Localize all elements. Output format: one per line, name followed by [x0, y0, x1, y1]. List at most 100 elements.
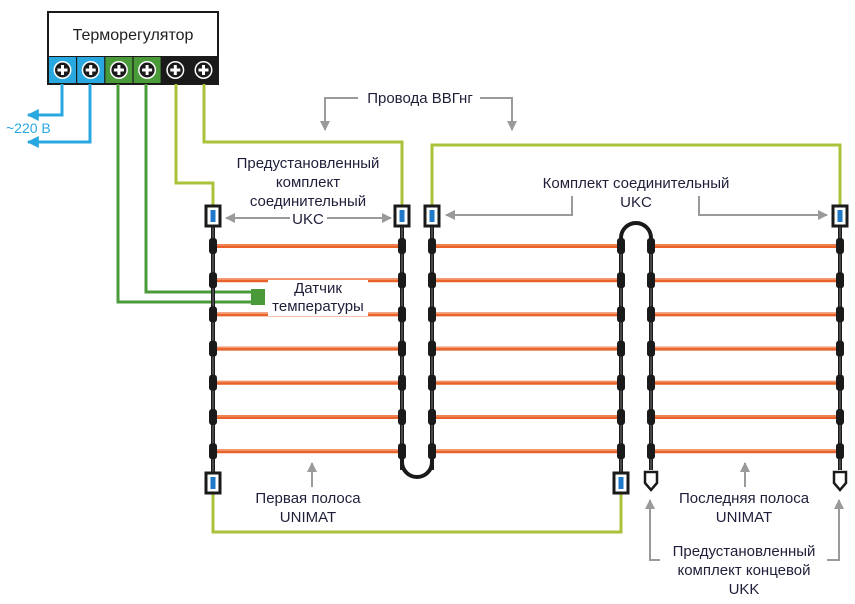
screw-slot — [145, 65, 149, 75]
cable-clip — [428, 272, 436, 289]
supply-wires — [174, 84, 842, 534]
cable-clip — [428, 340, 436, 357]
arrow-kit-right — [698, 196, 828, 220]
cable-clip — [836, 340, 844, 357]
label-line: Комплект соединительный — [543, 175, 730, 192]
ukc-connector-core — [618, 477, 624, 489]
cable-clip — [398, 306, 406, 323]
ukc-connector-core — [210, 210, 216, 222]
screw-slot — [202, 65, 205, 75]
thermostat-title: Терморегулятор — [73, 27, 194, 44]
label-line: UNIMAT — [280, 509, 336, 526]
cable-clip — [428, 374, 436, 391]
screw-slot — [89, 65, 93, 75]
arrow-wires-left — [320, 97, 358, 131]
cable-clip — [647, 306, 655, 323]
sensor-wire-1 — [116, 84, 255, 304]
cable-clip — [209, 272, 217, 289]
cable-clip — [209, 443, 217, 460]
terminals — [49, 57, 217, 83]
screw-slot — [117, 65, 121, 75]
cable-clip — [617, 409, 625, 425]
cable-clip — [647, 443, 655, 460]
label-end-kit: Предустановленный комплект концевой UKK — [673, 543, 816, 598]
arrow-kit-left — [445, 196, 573, 220]
label-first-strip: Первая полоса UNIMAT — [255, 490, 361, 526]
label-line: Датчик — [294, 280, 342, 297]
label-line: соединительный — [250, 193, 366, 210]
power-wires — [26, 84, 92, 148]
cable-clip — [398, 374, 406, 391]
arrow-end-right — [827, 499, 844, 561]
screw-slot — [61, 65, 64, 75]
sensor-wires — [116, 84, 255, 304]
cable-clip — [617, 374, 625, 391]
supply-wire-2 — [202, 84, 404, 210]
ukc-connector-core — [399, 210, 405, 222]
ukc-connector-core — [429, 210, 435, 222]
ukk-end-cap-icon — [643, 470, 659, 492]
ukc-connector-core — [210, 477, 216, 489]
cable-clip — [836, 409, 844, 425]
cable-clip — [617, 443, 625, 460]
label-line: комплект концевой — [677, 562, 810, 579]
cable-clip — [209, 340, 217, 357]
heating-strips — [204, 204, 849, 495]
sensor-wire-2 — [144, 84, 255, 294]
cable-clip — [209, 409, 217, 425]
temperature-sensor — [251, 289, 265, 305]
cable-clip — [647, 374, 655, 391]
label-line: Первая полоса — [255, 490, 361, 507]
label-line: UKK — [729, 581, 760, 598]
thermostat: Терморегулятор — [47, 11, 219, 85]
label-line: UNIMAT — [716, 509, 772, 526]
return-wire — [211, 492, 623, 534]
label-sensor: Датчик температуры — [268, 280, 368, 316]
cable-clip — [398, 272, 406, 289]
cable-clip — [836, 238, 844, 254]
power-label: ~220 В — [6, 120, 51, 136]
label-connector-kit: Комплект соединительный UKC — [543, 175, 730, 211]
cable-clip — [209, 374, 217, 391]
label-line: Последняя полоса — [679, 490, 810, 507]
cable-clip — [209, 238, 217, 254]
cable-clip — [398, 409, 406, 425]
power-wire-n — [26, 84, 92, 148]
cable-clip — [836, 374, 844, 391]
label-line: Предустановленный — [237, 155, 380, 172]
cable-clip — [647, 340, 655, 357]
label-preinstalled-connector: Предустановленный комплект соединительны… — [237, 155, 380, 228]
cable-clip — [836, 272, 844, 289]
screw-slot — [173, 65, 177, 75]
label-line: температуры — [272, 298, 364, 315]
ukk-end-cap-icon — [832, 470, 848, 492]
cable-clip — [428, 409, 436, 425]
strip-loop-top — [619, 221, 653, 246]
strip-loop-bottom — [400, 451, 434, 479]
cable-clip — [398, 340, 406, 357]
cable-clip — [617, 306, 625, 323]
label-line: Предустановленный — [673, 543, 816, 560]
arrow-wires-right — [480, 97, 517, 131]
ukc-connector-core — [837, 210, 843, 222]
supply-wire-3 — [430, 143, 842, 210]
cable-clip — [617, 272, 625, 289]
label-last-strip: Последняя полоса UNIMAT — [679, 490, 810, 526]
cable-clip — [647, 272, 655, 289]
label-line: комплект — [276, 174, 340, 191]
arrow-end-left — [645, 499, 660, 561]
terminal-block — [48, 56, 218, 84]
cable-clip — [428, 306, 436, 323]
cable-clip — [428, 238, 436, 254]
cable-clip — [647, 409, 655, 425]
supply-wire-1 — [174, 84, 215, 210]
cable-clip — [398, 238, 406, 254]
label-wires: Провода ВВГнг — [367, 90, 473, 107]
label-sensor-bg — [268, 280, 368, 316]
power-wire-l — [26, 84, 64, 121]
label-line: UKC — [620, 194, 652, 211]
cable-clip — [836, 306, 844, 323]
cable-clip — [617, 340, 625, 357]
annotation-arrows — [225, 97, 844, 561]
